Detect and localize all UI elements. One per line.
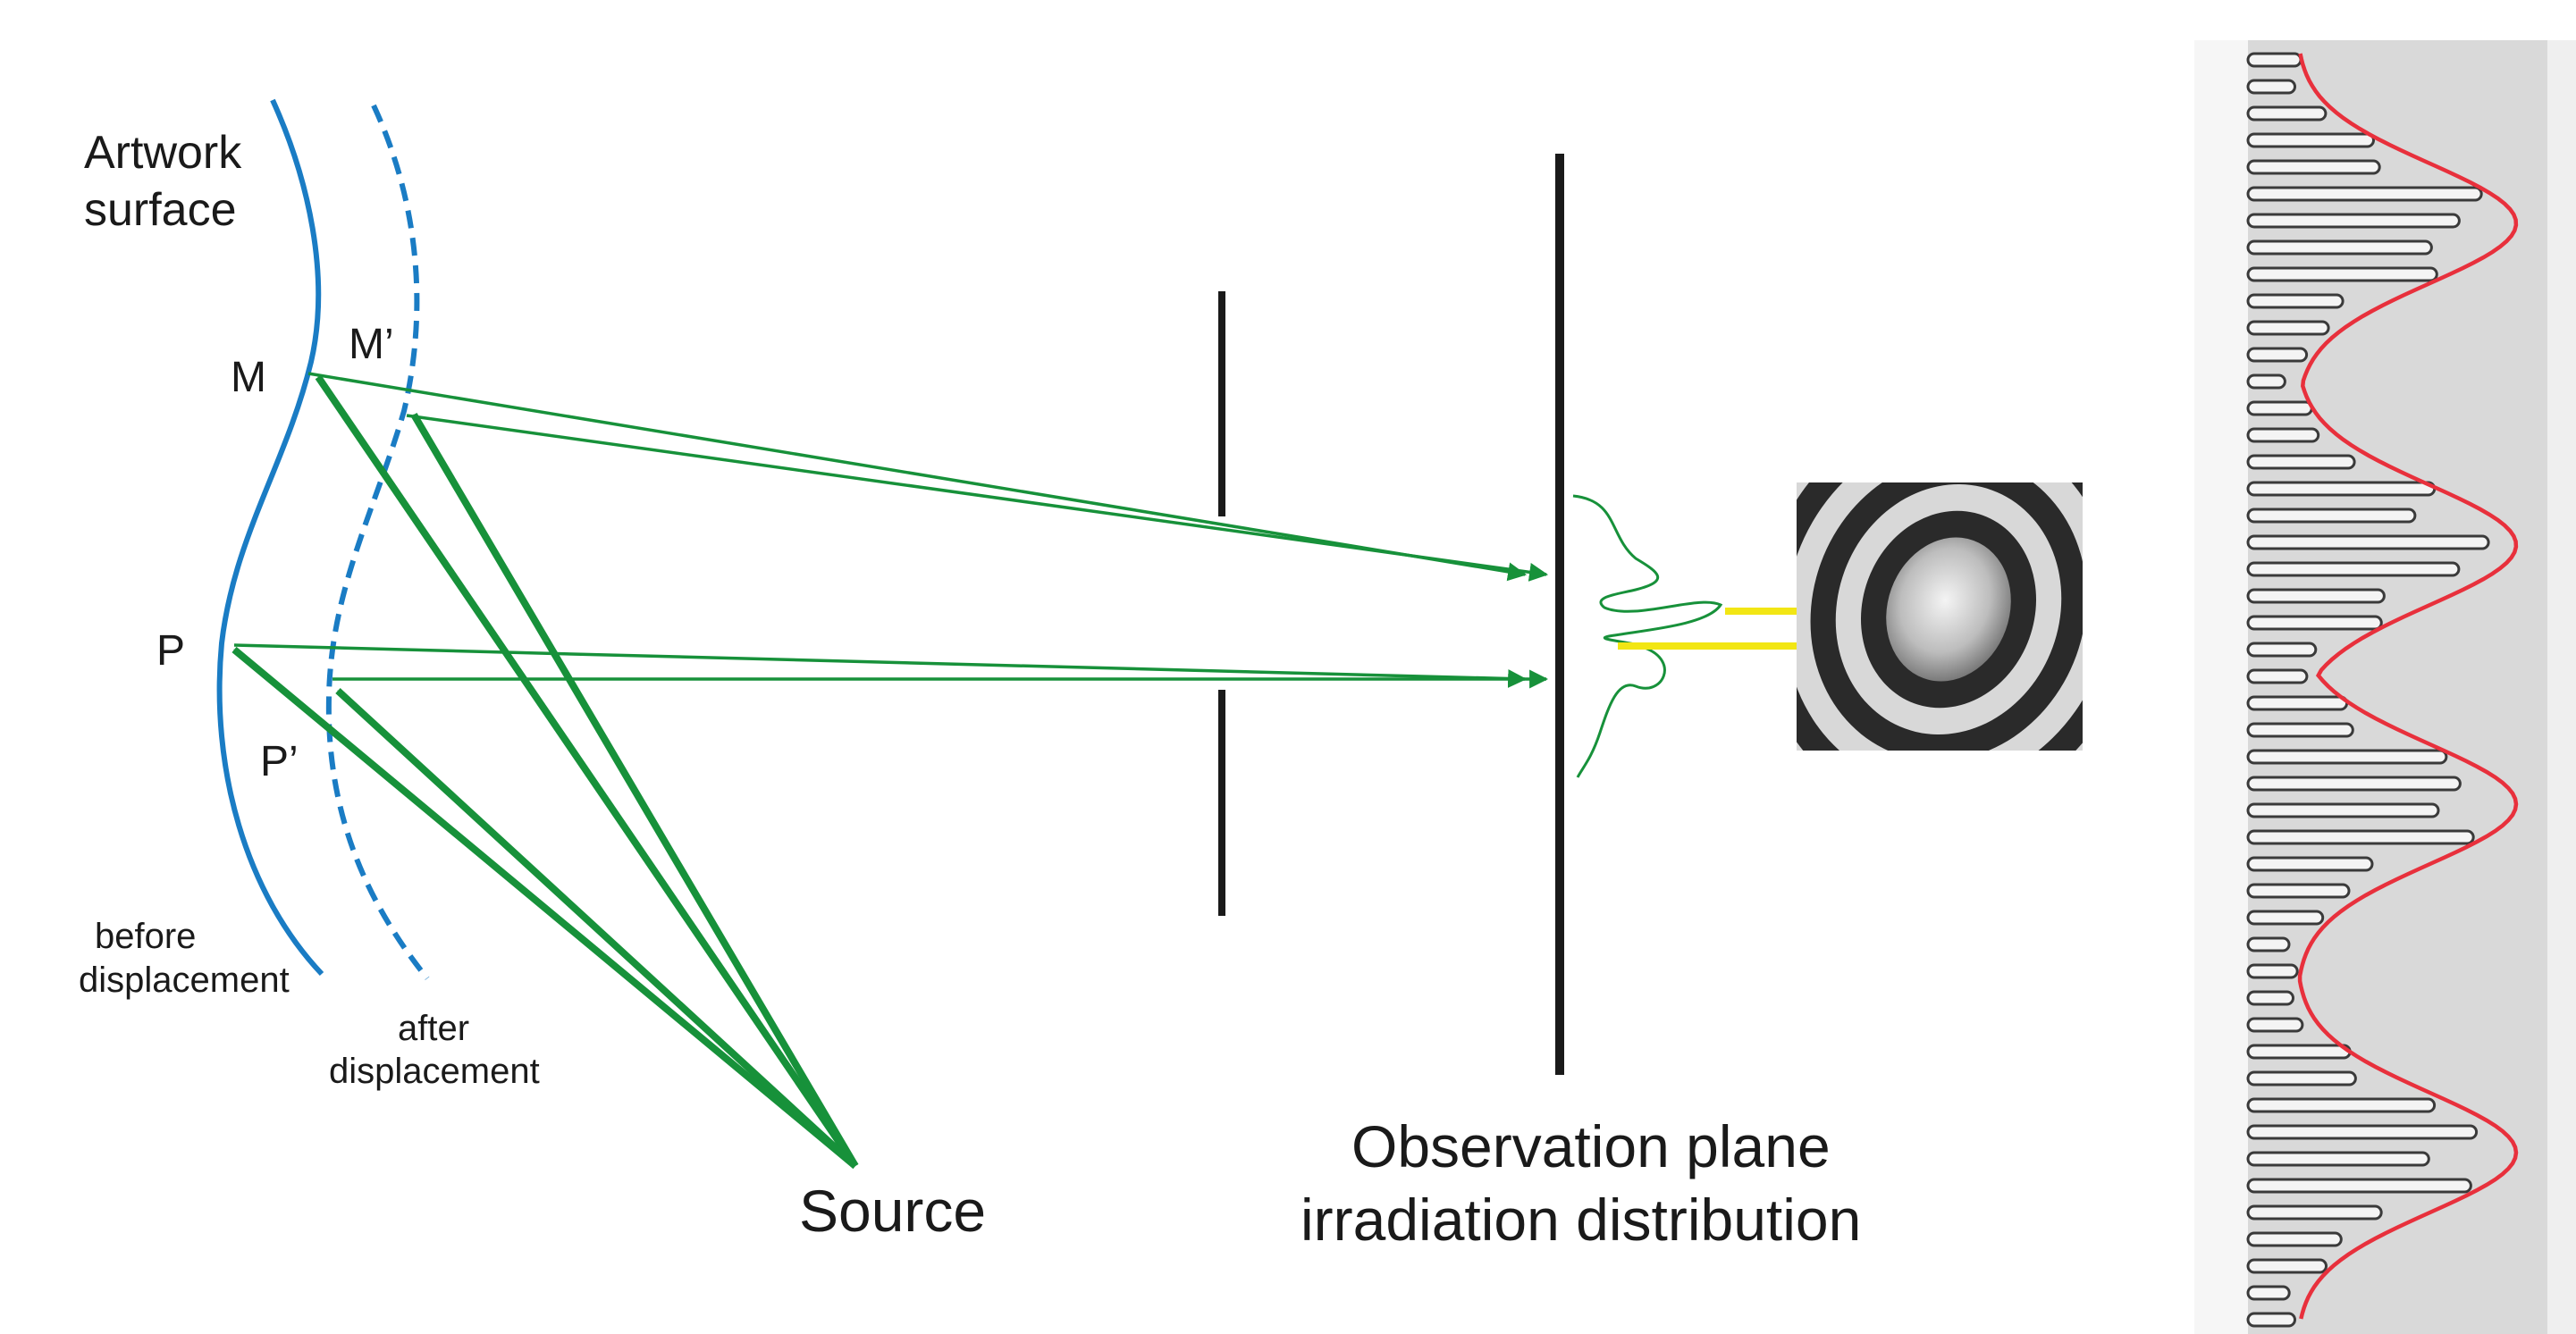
point-m-label: M	[231, 354, 266, 401]
fringe-pattern-image	[1797, 482, 2083, 751]
artwork-surface-label-line2: surface	[84, 184, 237, 236]
fringe-profile-panel	[2194, 40, 2576, 1334]
fringe-bar	[2246, 79, 2296, 95]
irradiance-profile	[1572, 494, 1723, 778]
point-m-prime-label: M’	[349, 321, 394, 368]
fringe-bar	[2246, 266, 2438, 282]
fringe-bar	[2246, 722, 2354, 738]
fringe-bar	[2246, 373, 2286, 390]
observation-plane-label-line2: irradiation distribution	[1301, 1187, 1861, 1253]
ray-source-to-p-prime	[335, 688, 858, 1169]
fringe-bar	[2246, 963, 2299, 979]
fringe-bar	[2246, 454, 2356, 470]
fringe-bar	[2246, 213, 2461, 229]
fringe-bar	[2246, 829, 2475, 845]
observation-plane-label-line1: Observation plane	[1351, 1113, 1831, 1179]
before-displacement-line2: displacement	[79, 961, 290, 1000]
fringe-bar	[2246, 802, 2440, 818]
fringe-bar	[2246, 990, 2294, 1006]
after-displacement-line2: displacement	[329, 1052, 540, 1091]
fringe-bar	[2246, 400, 2313, 416]
ray-m-to-screen	[307, 372, 1528, 582]
fringe-bar	[2246, 695, 2349, 711]
ray-source-to-m-prime	[410, 412, 859, 1169]
fringe-bar	[2246, 1231, 2343, 1247]
point-p-prime-label: P’	[260, 738, 299, 785]
fringe-bar	[2246, 105, 2328, 122]
fringe-bar	[2246, 1204, 2383, 1221]
surface-after-curve	[325, 104, 430, 980]
scattered-rays	[233, 372, 1549, 689]
fringe-bar	[2246, 1285, 2291, 1301]
fringe-bar	[2246, 749, 2448, 765]
fringe-bar	[2246, 642, 2318, 658]
profile-envelope-curve	[2297, 53, 2519, 1320]
fringe-bar	[2246, 856, 2374, 872]
fringe-bar	[2246, 1097, 2437, 1113]
fringe-bar	[2246, 239, 2433, 256]
fringe-bar	[2246, 883, 2351, 899]
fringe-bar	[2246, 1044, 2352, 1060]
ray-source-to-m	[315, 374, 859, 1169]
fringe-bar	[2246, 561, 2461, 577]
ray-m-prime-to-screen	[406, 414, 1549, 582]
fringe-bar	[2246, 615, 2383, 631]
fringe-bar	[2246, 1178, 2472, 1194]
ray-p-to-screen	[233, 643, 1528, 688]
fringe-bar	[2246, 1151, 2430, 1167]
fringe-bar	[2246, 293, 2344, 309]
fringe-bar	[2246, 1312, 2296, 1328]
fringe-bar	[2246, 132, 2375, 148]
source-label: Source	[799, 1178, 986, 1244]
fringe-bar	[2246, 910, 2325, 926]
fringe-bar	[2246, 481, 2437, 497]
fringe-bar	[2246, 1124, 2479, 1140]
incident-rays	[232, 374, 859, 1170]
fringe-bar	[2246, 1070, 2357, 1086]
point-p-label: P	[156, 627, 185, 675]
fringe-bar	[2246, 52, 2302, 68]
fringe-bar	[2246, 534, 2490, 550]
fringe-bar	[2246, 427, 2320, 443]
artwork-surface-label-line1: Artwork	[84, 127, 242, 179]
fringe-bar	[2246, 588, 2386, 604]
labels: Artwork surface M M’ P P’ before displac…	[79, 127, 1861, 1253]
fringe-bar	[2246, 320, 2330, 336]
fringe-bar	[2246, 668, 2309, 684]
fringe-bar	[2246, 776, 2462, 792]
fringe-bar	[2246, 508, 2417, 524]
fringe-bar	[2246, 347, 2309, 363]
fringe-bar	[2246, 186, 2483, 202]
fringe-bar	[2246, 1258, 2328, 1274]
fringe-bar	[2246, 159, 2381, 175]
after-displacement-line1: after	[398, 1009, 469, 1048]
before-displacement-line1: before	[95, 917, 196, 956]
ray-source-to-p	[232, 646, 858, 1170]
surface-before-curve	[216, 98, 324, 977]
fringe-bar	[2246, 1017, 2304, 1033]
fringe-bar	[2246, 936, 2291, 952]
